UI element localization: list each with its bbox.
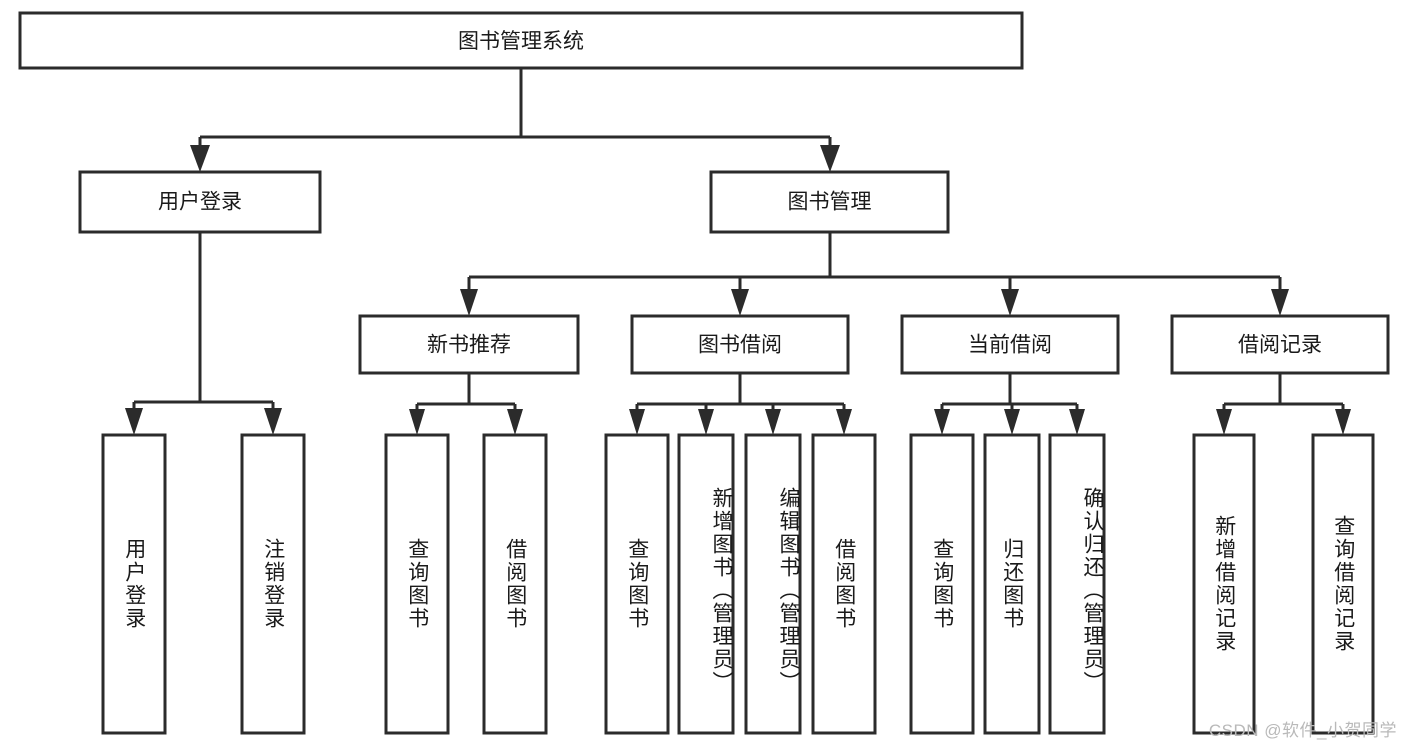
arrow-head-leaf-add-book-admin xyxy=(698,409,714,435)
node-new-book-recommend-label: 新书推荐 xyxy=(427,334,511,357)
node-user-login-label: 用户登录 xyxy=(158,191,242,214)
node-borrow-record-box[interactable] xyxy=(1170,314,1390,375)
arrow-head-book-manage xyxy=(820,145,840,172)
connector-layer xyxy=(125,68,1351,435)
arrow-head-current-borrow xyxy=(1001,289,1019,316)
node-leaf-logout-login-box[interactable] xyxy=(240,433,306,735)
node-leaf-add-borrow-record-box[interactable] xyxy=(1192,433,1256,735)
arrow-head-leaf-query-book-1 xyxy=(409,409,425,435)
arrow-head-leaf-add-borrow-record xyxy=(1216,409,1232,435)
node-leaf-edit-book-admin-box[interactable] xyxy=(744,433,802,735)
arrow-head-leaf-logout-login xyxy=(264,408,282,435)
node-book-borrow-label: 图书借阅 xyxy=(698,334,782,357)
node-root-box[interactable] xyxy=(18,11,1024,70)
node-leaf-return-book-box[interactable] xyxy=(983,433,1041,735)
node-leaf-query-book-1-box[interactable] xyxy=(384,433,450,735)
node-leaf-confirm-return-admin-box[interactable] xyxy=(1048,433,1106,735)
arrow-head-new-book-recommend xyxy=(460,289,478,316)
node-leaf-query-borrow-record-box[interactable] xyxy=(1311,433,1375,735)
node-borrow-record-label: 借阅记录 xyxy=(1238,334,1322,357)
arrow-head-leaf-return-book xyxy=(1004,409,1020,435)
node-book-borrow-box[interactable] xyxy=(630,314,850,375)
node-current-borrow-box[interactable] xyxy=(900,314,1120,375)
arrow-head-leaf-query-book-3 xyxy=(934,409,950,435)
node-leaf-borrow-book-2-box[interactable] xyxy=(811,433,877,735)
arrow-head-leaf-confirm-return-admin xyxy=(1069,409,1085,435)
arrow-head-leaf-query-borrow-record xyxy=(1335,409,1351,435)
node-user-login-box[interactable] xyxy=(78,170,322,234)
node-leaf-user-login-box[interactable] xyxy=(101,433,167,735)
node-layer: 图书管理系统 用户登录 图书管理 新书推荐 图书借阅 当前借阅 借阅记录 xyxy=(18,11,1390,735)
node-leaf-add-book-admin-box[interactable] xyxy=(677,433,735,735)
node-book-manage-box[interactable] xyxy=(709,170,950,234)
node-current-borrow-label: 当前借阅 xyxy=(968,334,1052,357)
arrow-head-leaf-borrow-book-1 xyxy=(507,409,523,435)
arrow-head-leaf-query-book-2 xyxy=(629,409,645,435)
node-leaf-query-book-2-box[interactable] xyxy=(604,433,670,735)
arrow-head-book-borrow xyxy=(731,289,749,316)
node-leaf-query-book-3-box[interactable] xyxy=(909,433,975,735)
arrow-head-leaf-borrow-book-2 xyxy=(836,409,852,435)
arrow-head-user-login xyxy=(190,145,210,172)
node-new-book-recommend-box[interactable] xyxy=(358,314,580,375)
arrow-head-leaf-edit-book-admin xyxy=(765,409,781,435)
arrow-head-leaf-user-login xyxy=(125,408,143,435)
node-root-label: 图书管理系统 xyxy=(458,30,584,53)
arrow-head-borrow-record xyxy=(1271,289,1289,316)
watermark-text: CSDN @软件_小贺同学 xyxy=(1208,721,1397,740)
node-leaf-borrow-book-1-box[interactable] xyxy=(482,433,548,735)
node-book-manage-label: 图书管理 xyxy=(788,191,872,214)
